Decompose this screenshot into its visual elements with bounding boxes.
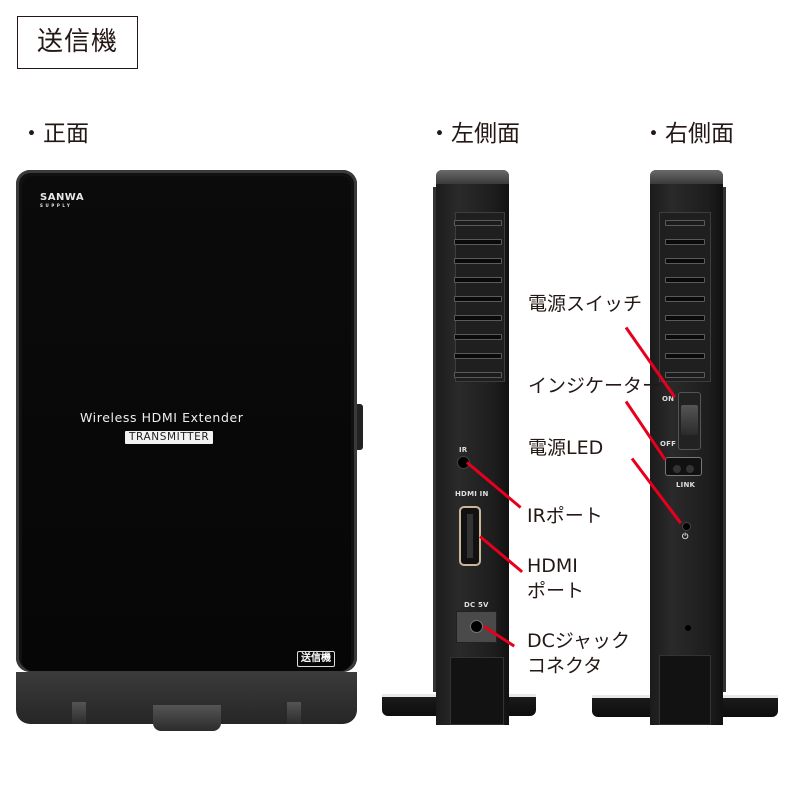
view-label-left: ・左側面: [428, 121, 520, 147]
left-stand-post: [450, 657, 504, 725]
right-stand-post: [659, 655, 711, 725]
power-switch[interactable]: [678, 392, 701, 450]
callout-power-led: 電源LED: [528, 437, 604, 459]
switch-off-label: OFF: [660, 440, 677, 448]
right-side-top: [650, 170, 723, 184]
callout-indicator: インジケーター: [528, 375, 662, 397]
front-panel: [22, 176, 351, 671]
right-vents: [665, 208, 705, 378]
left-vents: [454, 208, 502, 378]
indicator-label: LINK: [676, 481, 696, 489]
front-stand-knob: [153, 705, 221, 731]
callout-dc-jack-1: DCジャック: [527, 630, 630, 652]
dc-jack-plate: [456, 611, 497, 643]
side-button: [357, 404, 363, 450]
dc-port-label: DC 5V: [464, 601, 489, 609]
callout-hdmi-port-1: HDMI: [527, 555, 578, 577]
product-type-badge: TRANSMITTER: [125, 431, 214, 444]
unit-badge: 送信機: [297, 651, 335, 667]
brand-logo: SANWA SUPPLY: [40, 193, 84, 209]
front-foot-right: [287, 702, 301, 724]
brand-sub: SUPPLY: [40, 203, 73, 208]
callout-dc-jack-2: コネクタ: [527, 655, 603, 677]
indicator-window: [665, 457, 702, 476]
hdmi-port-label: HDMI IN: [455, 490, 489, 498]
left-side-top: [436, 170, 509, 184]
screw-hole: [685, 625, 691, 631]
view-label-right: ・右側面: [642, 121, 734, 147]
power-icon: ⏻: [682, 532, 689, 541]
callout-power-switch: 電源スイッチ: [528, 293, 643, 315]
page-title: 送信機: [17, 16, 138, 69]
ir-port-label: IR: [459, 446, 468, 454]
front-foot-left: [72, 702, 86, 724]
product-name: Wireless HDMI Extender: [80, 410, 244, 425]
brand-name: SANWA: [40, 192, 85, 203]
view-label-front: ・正面: [20, 121, 89, 147]
callout-ir-port: IRポート: [527, 505, 603, 527]
left-side-edge: [433, 187, 436, 692]
hdmi-port: [459, 506, 481, 566]
right-side-edge: [723, 187, 726, 692]
callout-hdmi-port-2: ポート: [527, 580, 585, 602]
power-led: [682, 522, 691, 531]
switch-on-label: ON: [662, 395, 675, 403]
